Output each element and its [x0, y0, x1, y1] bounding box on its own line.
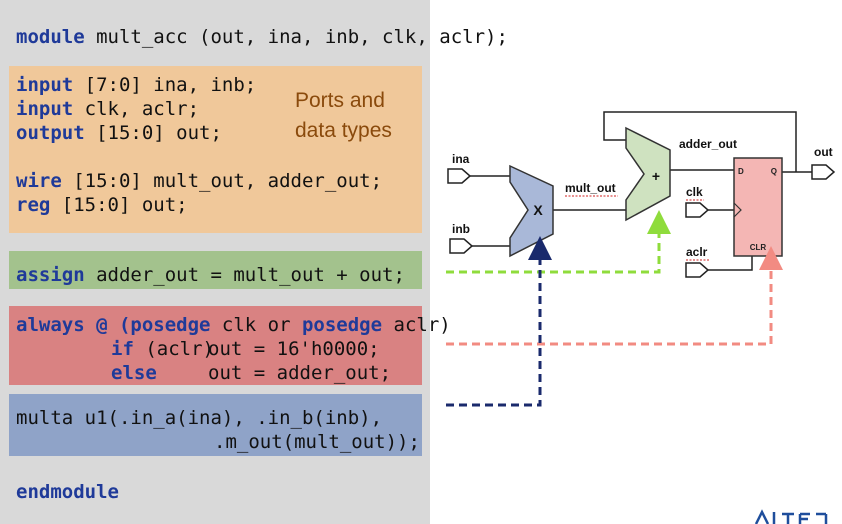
keyword-posedge-2: posedge	[301, 314, 383, 336]
label-adder-out: adder_out	[679, 137, 737, 151]
keyword-assign: assign	[16, 264, 85, 286]
port-clk	[685, 202, 710, 218]
label-ina: ina	[452, 152, 470, 166]
assign-code: assign adder_out = mult_out + out;	[16, 263, 405, 287]
register-block	[733, 157, 783, 257]
always-sens-mid: clk or	[210, 314, 302, 336]
module-line: module mult_acc (out, ina, inb, clk, acl…	[16, 25, 508, 49]
keyword-posedge-1: posedge	[130, 314, 211, 336]
label-out: out	[814, 145, 833, 159]
assign-expr: adder_out = mult_out + out;	[84, 264, 405, 286]
instance-pointer	[446, 236, 552, 407]
else-assignment: out = adder_out;	[208, 362, 392, 384]
keyword-wire: wire	[16, 170, 62, 192]
if-else-code: if (aclr) else	[111, 337, 214, 385]
reg-decl: [15:0] out;	[50, 194, 188, 216]
always-code: always @ (posedge clk or posedge aclr)	[16, 313, 451, 337]
multiplier-symbol: X	[533, 202, 543, 218]
multiplier-block	[509, 164, 554, 258]
label-mult-out: mult_out	[565, 181, 616, 195]
module-signature: mult_acc (out, ina, inb, clk, aclr);	[84, 26, 508, 48]
keyword-reg: reg	[16, 194, 51, 216]
keyword-input-1: input	[16, 74, 74, 96]
types-code: wire [15:0] mult_out, adder_out; reg [15…	[16, 169, 382, 217]
ports-block	[9, 66, 422, 233]
port-inb	[449, 238, 474, 254]
ports-annotation-line2: data types	[295, 119, 392, 142]
port-out	[811, 164, 836, 180]
output-decl: [15:0] out;	[84, 122, 222, 144]
label-inb: inb	[452, 222, 470, 236]
keyword-if: if	[111, 338, 134, 360]
assign-pointer	[446, 210, 671, 274]
label-aclr: aclr	[686, 245, 708, 259]
corner-logo-fragment	[752, 508, 842, 524]
if-assignment: out = 16'h0000;	[208, 338, 380, 360]
branch-assignments: out = 16'h0000; out = adder_out;	[208, 337, 391, 385]
input-decl-2: clk, aclr;	[73, 98, 200, 120]
keyword-else: else	[111, 362, 157, 384]
register-clr-label: CLR	[750, 243, 767, 252]
keyword-always: always @ (	[16, 314, 131, 336]
assign-block	[9, 251, 422, 289]
wire-decl: [15:0] mult_out, adder_out;	[61, 170, 383, 192]
adder-symbol: +	[652, 168, 660, 184]
instance-line-1: multa u1(.in_a(ina), .in_b(inb),	[16, 407, 383, 429]
register-q-label: Q	[771, 167, 777, 176]
wire-aclr	[708, 256, 753, 271]
port-shapes	[447, 164, 836, 278]
keyword-endmodule: endmodule	[16, 481, 119, 503]
always-sens-end: aclr)	[382, 314, 451, 336]
always-pointer	[446, 246, 783, 346]
wire-feedback	[603, 111, 797, 172]
input-decl-1: [7:0] ina, inb;	[73, 74, 257, 96]
if-condition: (aclr)	[133, 338, 214, 360]
adder-block	[625, 126, 671, 222]
endmodule-line: endmodule	[16, 480, 119, 504]
instance-block	[9, 394, 422, 456]
keyword-input-2: input	[16, 98, 74, 120]
always-block	[9, 306, 422, 385]
instance-line-2: .m_out(mult_out));	[214, 431, 420, 453]
register-d-label: D	[738, 167, 744, 176]
logo-icon	[754, 509, 828, 524]
ports-code: input [7:0] ina, inb; input clk, aclr; o…	[16, 73, 256, 145]
port-aclr	[685, 262, 710, 278]
wires	[470, 111, 812, 271]
keyword-module: module	[16, 26, 85, 48]
ports-annotation-line1: Ports and	[295, 89, 385, 112]
port-ina	[447, 168, 472, 184]
label-clk: clk	[686, 185, 703, 199]
ports-annotation: Ports and data types	[295, 86, 425, 146]
keyword-output: output	[16, 122, 85, 144]
code-panel: module mult_acc (out, ina, inb, clk, acl…	[0, 0, 508, 524]
clock-edge-icon	[733, 202, 742, 218]
